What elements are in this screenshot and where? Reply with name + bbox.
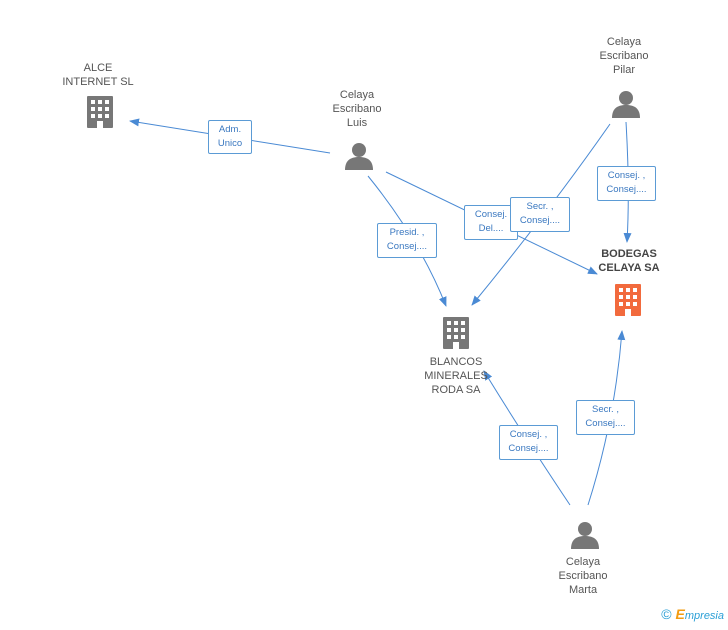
building-icon[interactable] [615, 284, 641, 316]
company-name-blancos[interactable]: BLANCOS MINERALES RODA SA [424, 356, 488, 396]
brand-footer[interactable]: © Empresia [661, 606, 724, 622]
building-icon[interactable] [87, 96, 113, 128]
person-name-luis[interactable]: Celaya Escribano Luis [332, 89, 382, 129]
copyright-icon: © [661, 606, 672, 622]
person-icon[interactable] [345, 143, 373, 170]
edge-label-consej-consej[interactable]: Consej. , Consej.... [597, 166, 656, 201]
edge-label-secr-consej-pilar[interactable]: Secr. , Consej.... [510, 197, 570, 232]
brand-logo: Empresia [675, 606, 724, 622]
edge-label-consej-del[interactable]: Consej. Del.... [464, 205, 518, 240]
company-name-alce[interactable]: ALCE INTERNET SL [62, 62, 134, 88]
edge-label-marta-blancos[interactable]: Consej. , Consej.... [499, 425, 558, 460]
edge-label-presid-consej[interactable]: Presid. , Consej.... [377, 223, 437, 258]
person-name-marta[interactable]: Celaya Escribano Marta [558, 556, 608, 596]
building-icon[interactable] [443, 317, 469, 349]
edge-label-marta-bodegas[interactable]: Secr. , Consej.... [576, 400, 635, 435]
edge-label-adm-unico[interactable]: Adm. Unico [208, 120, 252, 154]
person-icon[interactable] [571, 522, 599, 549]
person-name-pilar[interactable]: Celaya Escribano Pilar [599, 36, 649, 76]
person-icon[interactable] [612, 91, 640, 118]
company-name-bodegas[interactable]: BODEGAS CELAYA SA [598, 248, 660, 274]
